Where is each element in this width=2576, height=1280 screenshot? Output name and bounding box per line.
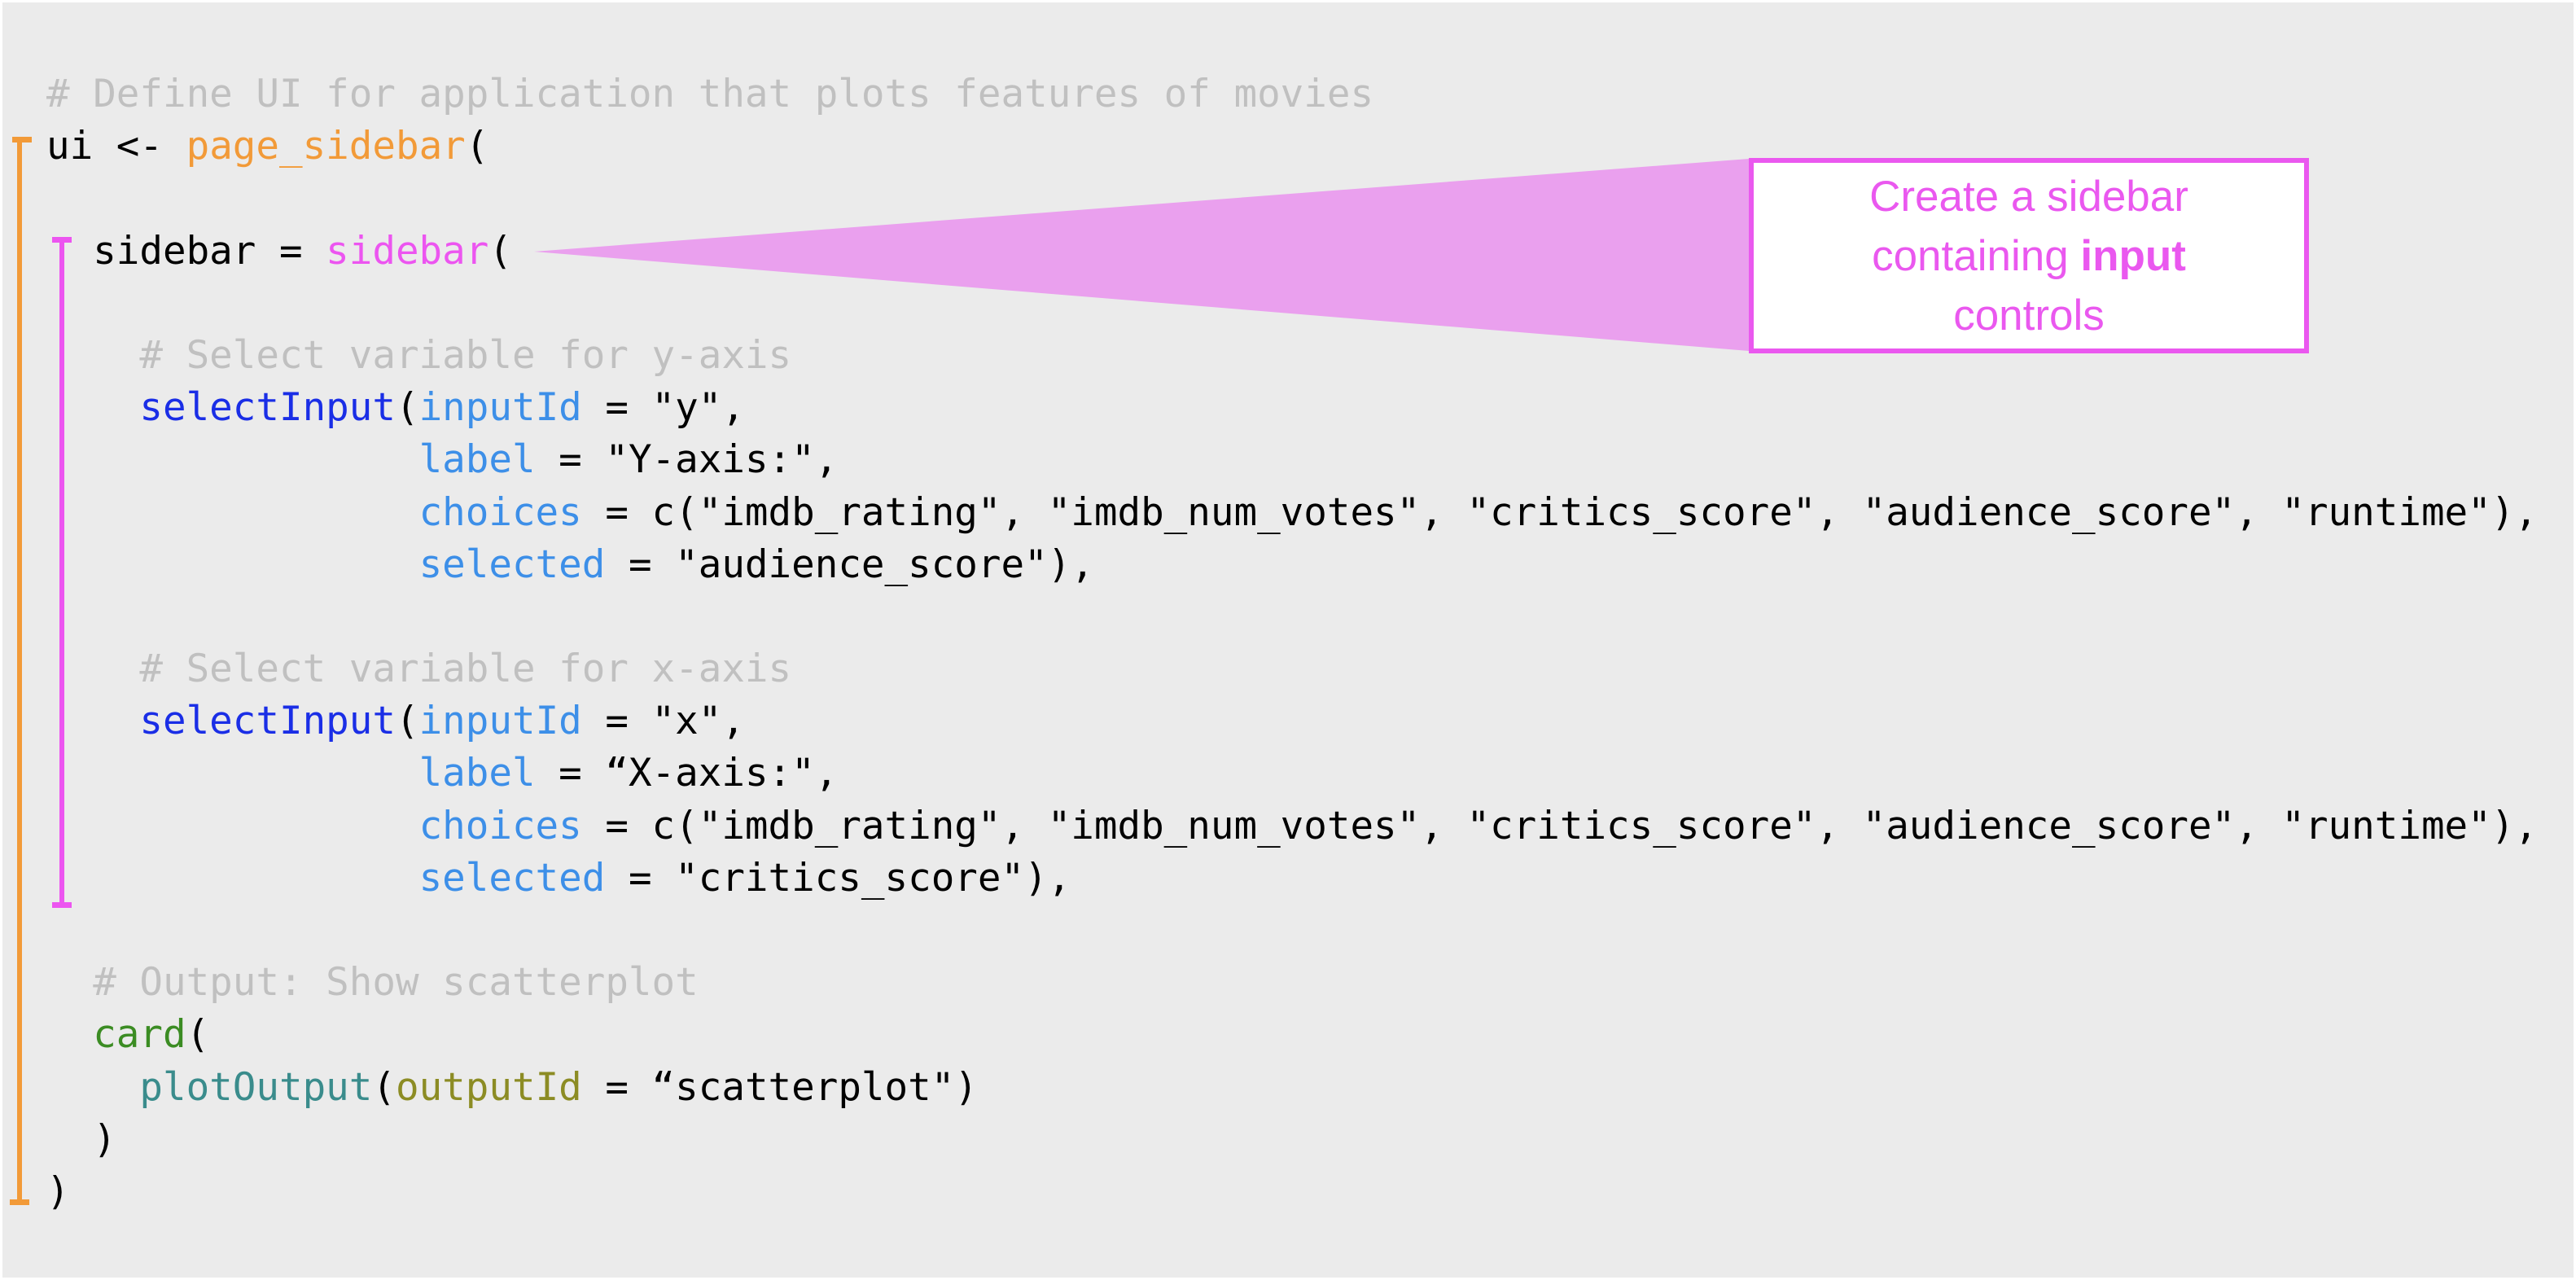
code-comment: # Select variable for y-axis [46,332,792,378]
code-token: selected [418,855,606,901]
code-token: inputId [418,699,582,744]
code-token: choices [418,803,582,848]
code-line: choices = c("imdb_rating", "imdb_num_vot… [46,487,2538,539]
code-token: selected [418,541,606,587]
code-line: # Output: Show scatterplot [46,957,2538,1009]
callout-box: Create a sidebar containing input contro… [1749,158,2309,353]
code-line [46,591,2538,643]
callout-emphasis: input [2080,231,2186,280]
code-token: = "x", [581,699,745,744]
code-line: selectInput(inputId = "x", [46,695,2538,747]
code-line: selected = "audience_score"), [46,539,2538,591]
callout-pointer-shape [534,159,1749,351]
code-line: sidebar = sidebar( [46,226,2538,278]
code-token: choices [418,489,582,535]
code-line: card( [46,1009,2538,1061]
code-token: page_sidebar [186,124,466,169]
code-token [46,437,419,482]
code-token: = "y", [581,385,745,431]
code-token: ( [372,1064,396,1110]
code-line: ) [46,1114,2538,1166]
code-token: outputId [395,1064,582,1110]
code-line: ui <- page_sidebar( [46,121,2538,173]
callout-line-2-text: containing [1872,231,2081,280]
code-token: plotOutput [46,1064,373,1110]
code-token: inputId [418,385,582,431]
code-token [46,751,419,796]
code-token: selectInput [46,699,396,744]
code-token [46,856,419,901]
code-comment: # Output: Show scatterplot [46,960,699,1006]
code-token: ( [488,228,512,274]
code-line: # Select variable for y-axis [46,330,2538,382]
callout-line-2: containing input [1872,226,2186,286]
code-token: sidebar [326,228,489,274]
code-token: = "Y-axis:", [535,437,839,483]
code-token [46,490,419,535]
code-token: = "audience_score"), [605,541,1094,587]
code-line: label = “X-axis:", [46,747,2538,800]
code-token: ( [186,1012,210,1058]
page-sidebar-bracket [10,137,32,1205]
code-line: # Select variable for x-axis [46,643,2538,695]
code-line: # Define UI for application that plots f… [46,68,2538,121]
code-token: = “scatterplot") [581,1064,978,1110]
code-token: label [418,437,536,483]
code-line: selected = "critics_score"), [46,853,2538,905]
code-token: ) [46,1116,116,1162]
code-token: ui <- [46,124,186,169]
code-token: ( [395,699,419,744]
code-block: # Define UI for application that plots f… [46,68,2538,1218]
code-line [46,905,2538,957]
code-token [46,542,419,587]
code-comment: # Select variable for x-axis [46,647,792,692]
code-line: ) [46,1166,2538,1218]
callout-line-3: controls [1953,291,2105,340]
code-token: = “X-axis:", [535,751,839,796]
code-token: = c("imdb_rating", "imdb_num_votes", "cr… [581,489,2538,535]
code-token: card [46,1012,186,1058]
code-token: = c("imdb_rating", "imdb_num_votes", "cr… [581,803,2538,848]
code-line: choices = c("imdb_rating", "imdb_num_vot… [46,800,2538,853]
code-token: label [418,751,536,796]
callout-line-1: Create a sidebar [1869,172,2188,221]
code-token: sidebar = [46,228,326,274]
code-token: = "critics_score"), [605,855,1071,901]
code-token: ) [46,1168,70,1214]
code-comment: # Define UI for application that plots f… [46,72,1374,116]
code-line: selectInput(inputId = "y", [46,382,2538,434]
code-line: plotOutput(outputId = “scatterplot") [46,1062,2538,1114]
code-token: ( [465,124,489,169]
code-line: label = "Y-axis:", [46,434,2538,486]
code-token: ( [395,385,419,431]
code-token: selectInput [46,385,396,431]
sidebar-bracket [52,237,72,908]
code-token [46,804,419,848]
